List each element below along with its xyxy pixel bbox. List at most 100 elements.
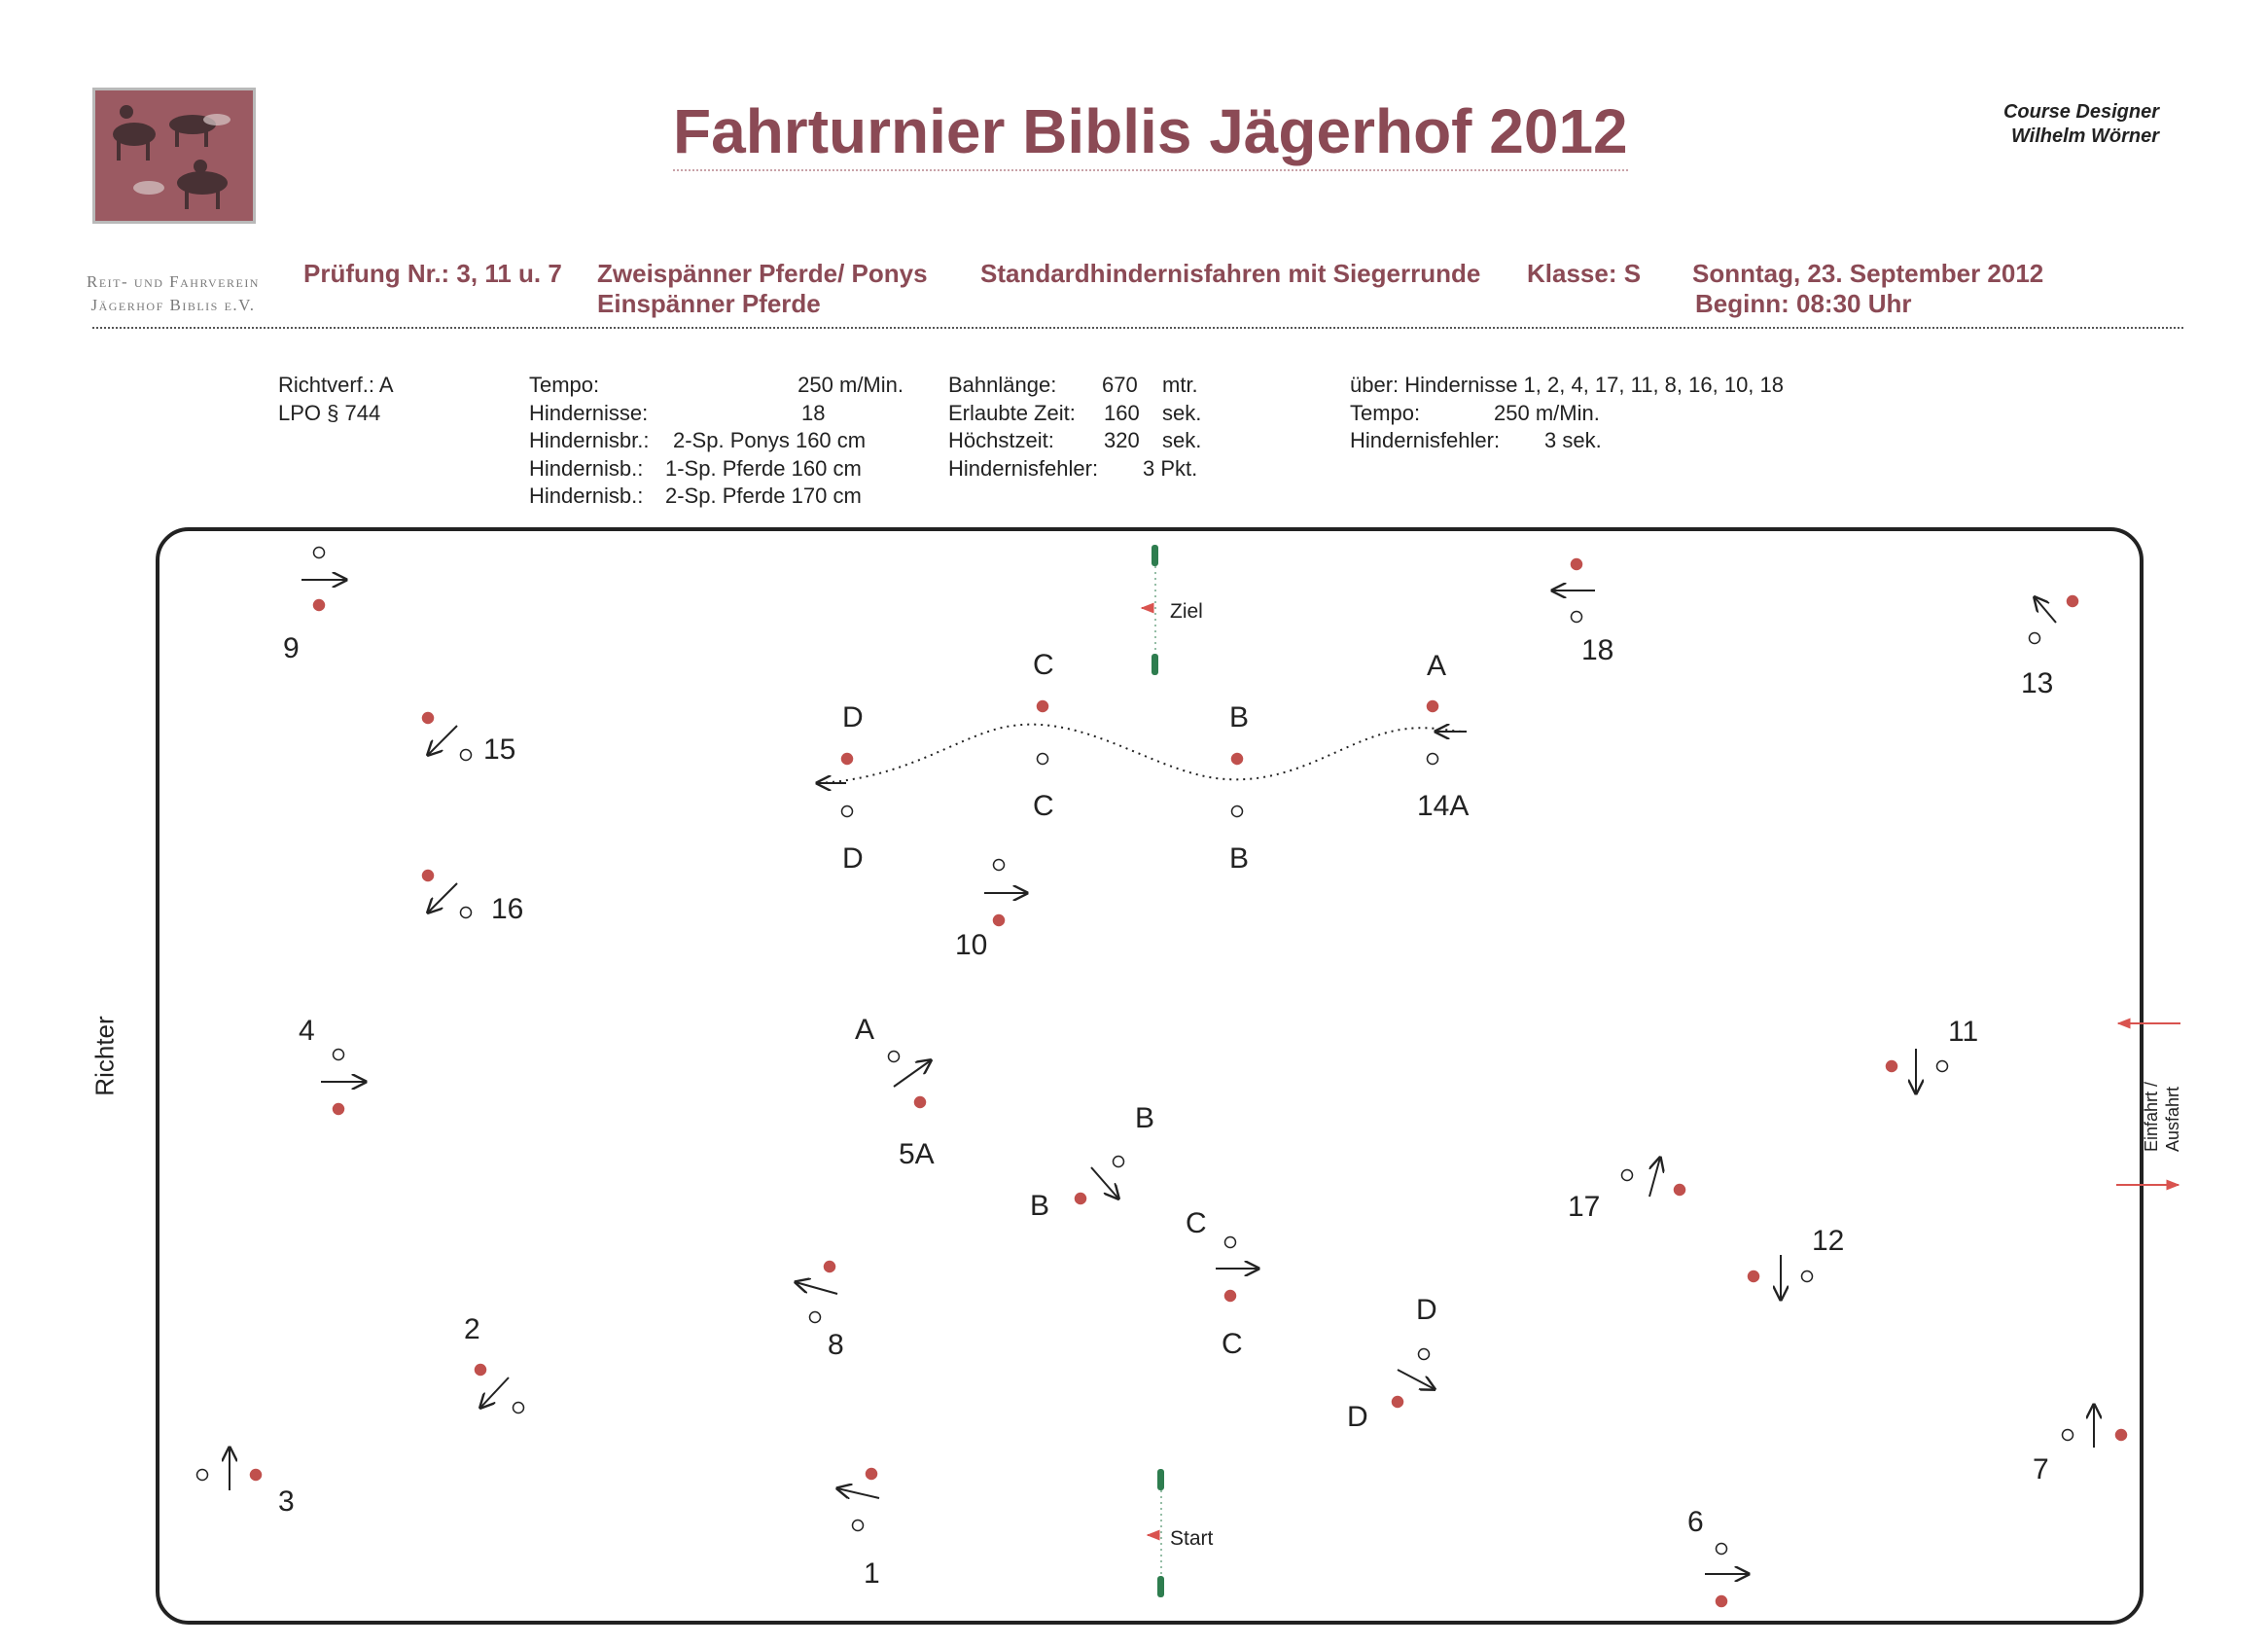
breite-value-2: 1-Sp. Pferde 160 cm <box>665 455 862 481</box>
direction-arrow <box>428 725 458 755</box>
obstacle-label-3: 3 <box>278 1485 295 1518</box>
red-cone <box>992 913 1006 927</box>
hindernisfehler-value: 3 Pkt. <box>1143 455 1198 481</box>
info-judging: Richtverf.: A LPO § 744 <box>278 372 394 427</box>
obstacle-label-4: 4 <box>299 1015 315 1047</box>
obstacle-label-15: 15 <box>483 734 516 766</box>
obstacle-label-8: 8 <box>828 1329 844 1361</box>
stechen-fehler-label: Hindernisfehler: <box>1350 428 1501 452</box>
obstacle-label-5a: 5A <box>899 1138 935 1170</box>
bahnlaenge-value: 670 <box>1102 373 1138 397</box>
pruefung-number: Prüfung Nr.: 3, 11 u. 7 <box>303 259 562 288</box>
white-cone <box>1112 1155 1125 1168</box>
judge-label: Richter <box>89 1016 120 1096</box>
obstacle-label-17: 17 <box>1568 1191 1601 1223</box>
white-cone <box>1570 610 1583 624</box>
stechen-fehler-value: 3 sek. <box>1544 428 1602 452</box>
white-cone <box>808 1310 822 1324</box>
ziel-label: Ziel <box>1170 600 1203 623</box>
red-cone <box>1426 699 1439 713</box>
obstacle-label-14-d-lower: D <box>842 842 864 875</box>
erlaubte-zeit-unit: sek. <box>1162 400 1202 425</box>
arena-border <box>156 527 2144 1625</box>
start-gate <box>1146 1469 1164 1597</box>
white-cone <box>840 805 854 818</box>
einfahrt-label: Einfahrt / <box>2142 1081 2161 1152</box>
obstacle-label-1: 1 <box>864 1557 880 1590</box>
class-a: Zweispänner Pferde/ Ponys <box>597 259 928 288</box>
red-cone <box>840 752 854 766</box>
direction-arrow <box>893 1060 931 1088</box>
white-cone <box>1715 1542 1728 1556</box>
obstacle-label-12: 12 <box>1812 1225 1845 1257</box>
designer-name: Wilhelm Wörner <box>2010 125 2159 147</box>
obstacle-label-14-c-lower: C <box>1033 790 1054 822</box>
serpentine-path <box>818 723 1465 784</box>
white-cone <box>512 1401 525 1414</box>
white-cone <box>1620 1168 1634 1182</box>
red-cone <box>865 1467 878 1481</box>
red-cone <box>1747 1270 1760 1283</box>
obstacle-label-11: 11 <box>1948 1016 1979 1048</box>
red-cone <box>823 1260 836 1273</box>
breite-value-3: 2-Sp. Pferde 170 cm <box>665 483 862 508</box>
level: Klasse: S <box>1527 259 1642 288</box>
white-cone <box>1223 1235 1237 1249</box>
header-divider <box>92 327 2183 329</box>
obstacle-label-5-d-upper: D <box>1416 1294 1437 1326</box>
obstacle-label-7: 7 <box>2033 1453 2049 1485</box>
red-cone <box>1885 1059 1898 1073</box>
white-cone <box>887 1050 901 1063</box>
white-cone <box>1935 1059 1949 1073</box>
white-cone <box>992 858 1006 872</box>
red-cone <box>1036 699 1049 713</box>
obstacle-label-5-d-lower: D <box>1347 1401 1368 1433</box>
obstacle-label-10: 10 <box>955 929 988 961</box>
ausfahrt-label: Ausfahrt <box>2163 1086 2182 1152</box>
hoechstzeit-value: 320 <box>1104 428 1140 452</box>
red-cone <box>312 598 326 612</box>
hoechstzeit-label: Höchstzeit: <box>948 428 1054 452</box>
tempo-value: 250 m/Min. <box>797 373 904 397</box>
obstacle-label-5-b-upper: B <box>1135 1102 1155 1134</box>
red-cone <box>2114 1428 2128 1442</box>
direction-arrow <box>480 1377 510 1408</box>
red-cone <box>421 711 435 725</box>
bahnlaenge-label: Bahnlänge: <box>948 373 1057 397</box>
red-cone <box>913 1095 927 1109</box>
tempo-label: Tempo: <box>529 373 600 397</box>
obstacle-label-2: 2 <box>464 1313 480 1345</box>
direction-arrow <box>428 882 458 912</box>
hindernisse-label: Hindernisse: <box>529 400 649 425</box>
bahnlaenge-unit: mtr. <box>1162 373 1198 397</box>
entry-exit-label: Einfahrt / Ausfahrt <box>2140 1064 2182 1152</box>
white-cone <box>1417 1347 1431 1361</box>
direction-arrow <box>796 1282 838 1295</box>
hoechstzeit-unit: sek. <box>1162 428 1202 452</box>
obstacle-label-5-a: A <box>855 1014 875 1046</box>
white-cone <box>1800 1270 1814 1283</box>
hindernisfehler-label: Hindernisfehler: <box>948 455 1099 481</box>
red-cone <box>1230 752 1244 766</box>
breite-label-2: Hindernisb.: <box>529 455 644 481</box>
direction-arrow <box>837 1488 880 1498</box>
stechen-hindernisse: über: Hindernisse 1, 2, 4, 17, 11, 8, 16… <box>1350 373 1784 397</box>
white-cone <box>1426 752 1439 766</box>
direction-arrow <box>1090 1166 1118 1199</box>
direction-arrow <box>1648 1158 1660 1198</box>
white-cone <box>1036 752 1049 766</box>
red-cone <box>1570 557 1583 571</box>
page-title: Fahrturnier Biblis Jägerhof 2012 <box>673 95 1628 171</box>
white-cone <box>332 1048 345 1061</box>
date: Sonntag, 23. September 2012 <box>1692 259 2044 288</box>
obstacle-label-16: 16 <box>491 893 524 925</box>
red-cone <box>1223 1289 1237 1303</box>
breite-label-3: Hindernisb.: <box>529 483 644 508</box>
white-cone <box>2028 631 2041 645</box>
obstacle-label-18: 18 <box>1581 634 1614 666</box>
red-cone <box>332 1102 345 1116</box>
obstacle-label-13: 13 <box>2021 667 2054 699</box>
lpo: LPO § 744 <box>278 400 381 425</box>
